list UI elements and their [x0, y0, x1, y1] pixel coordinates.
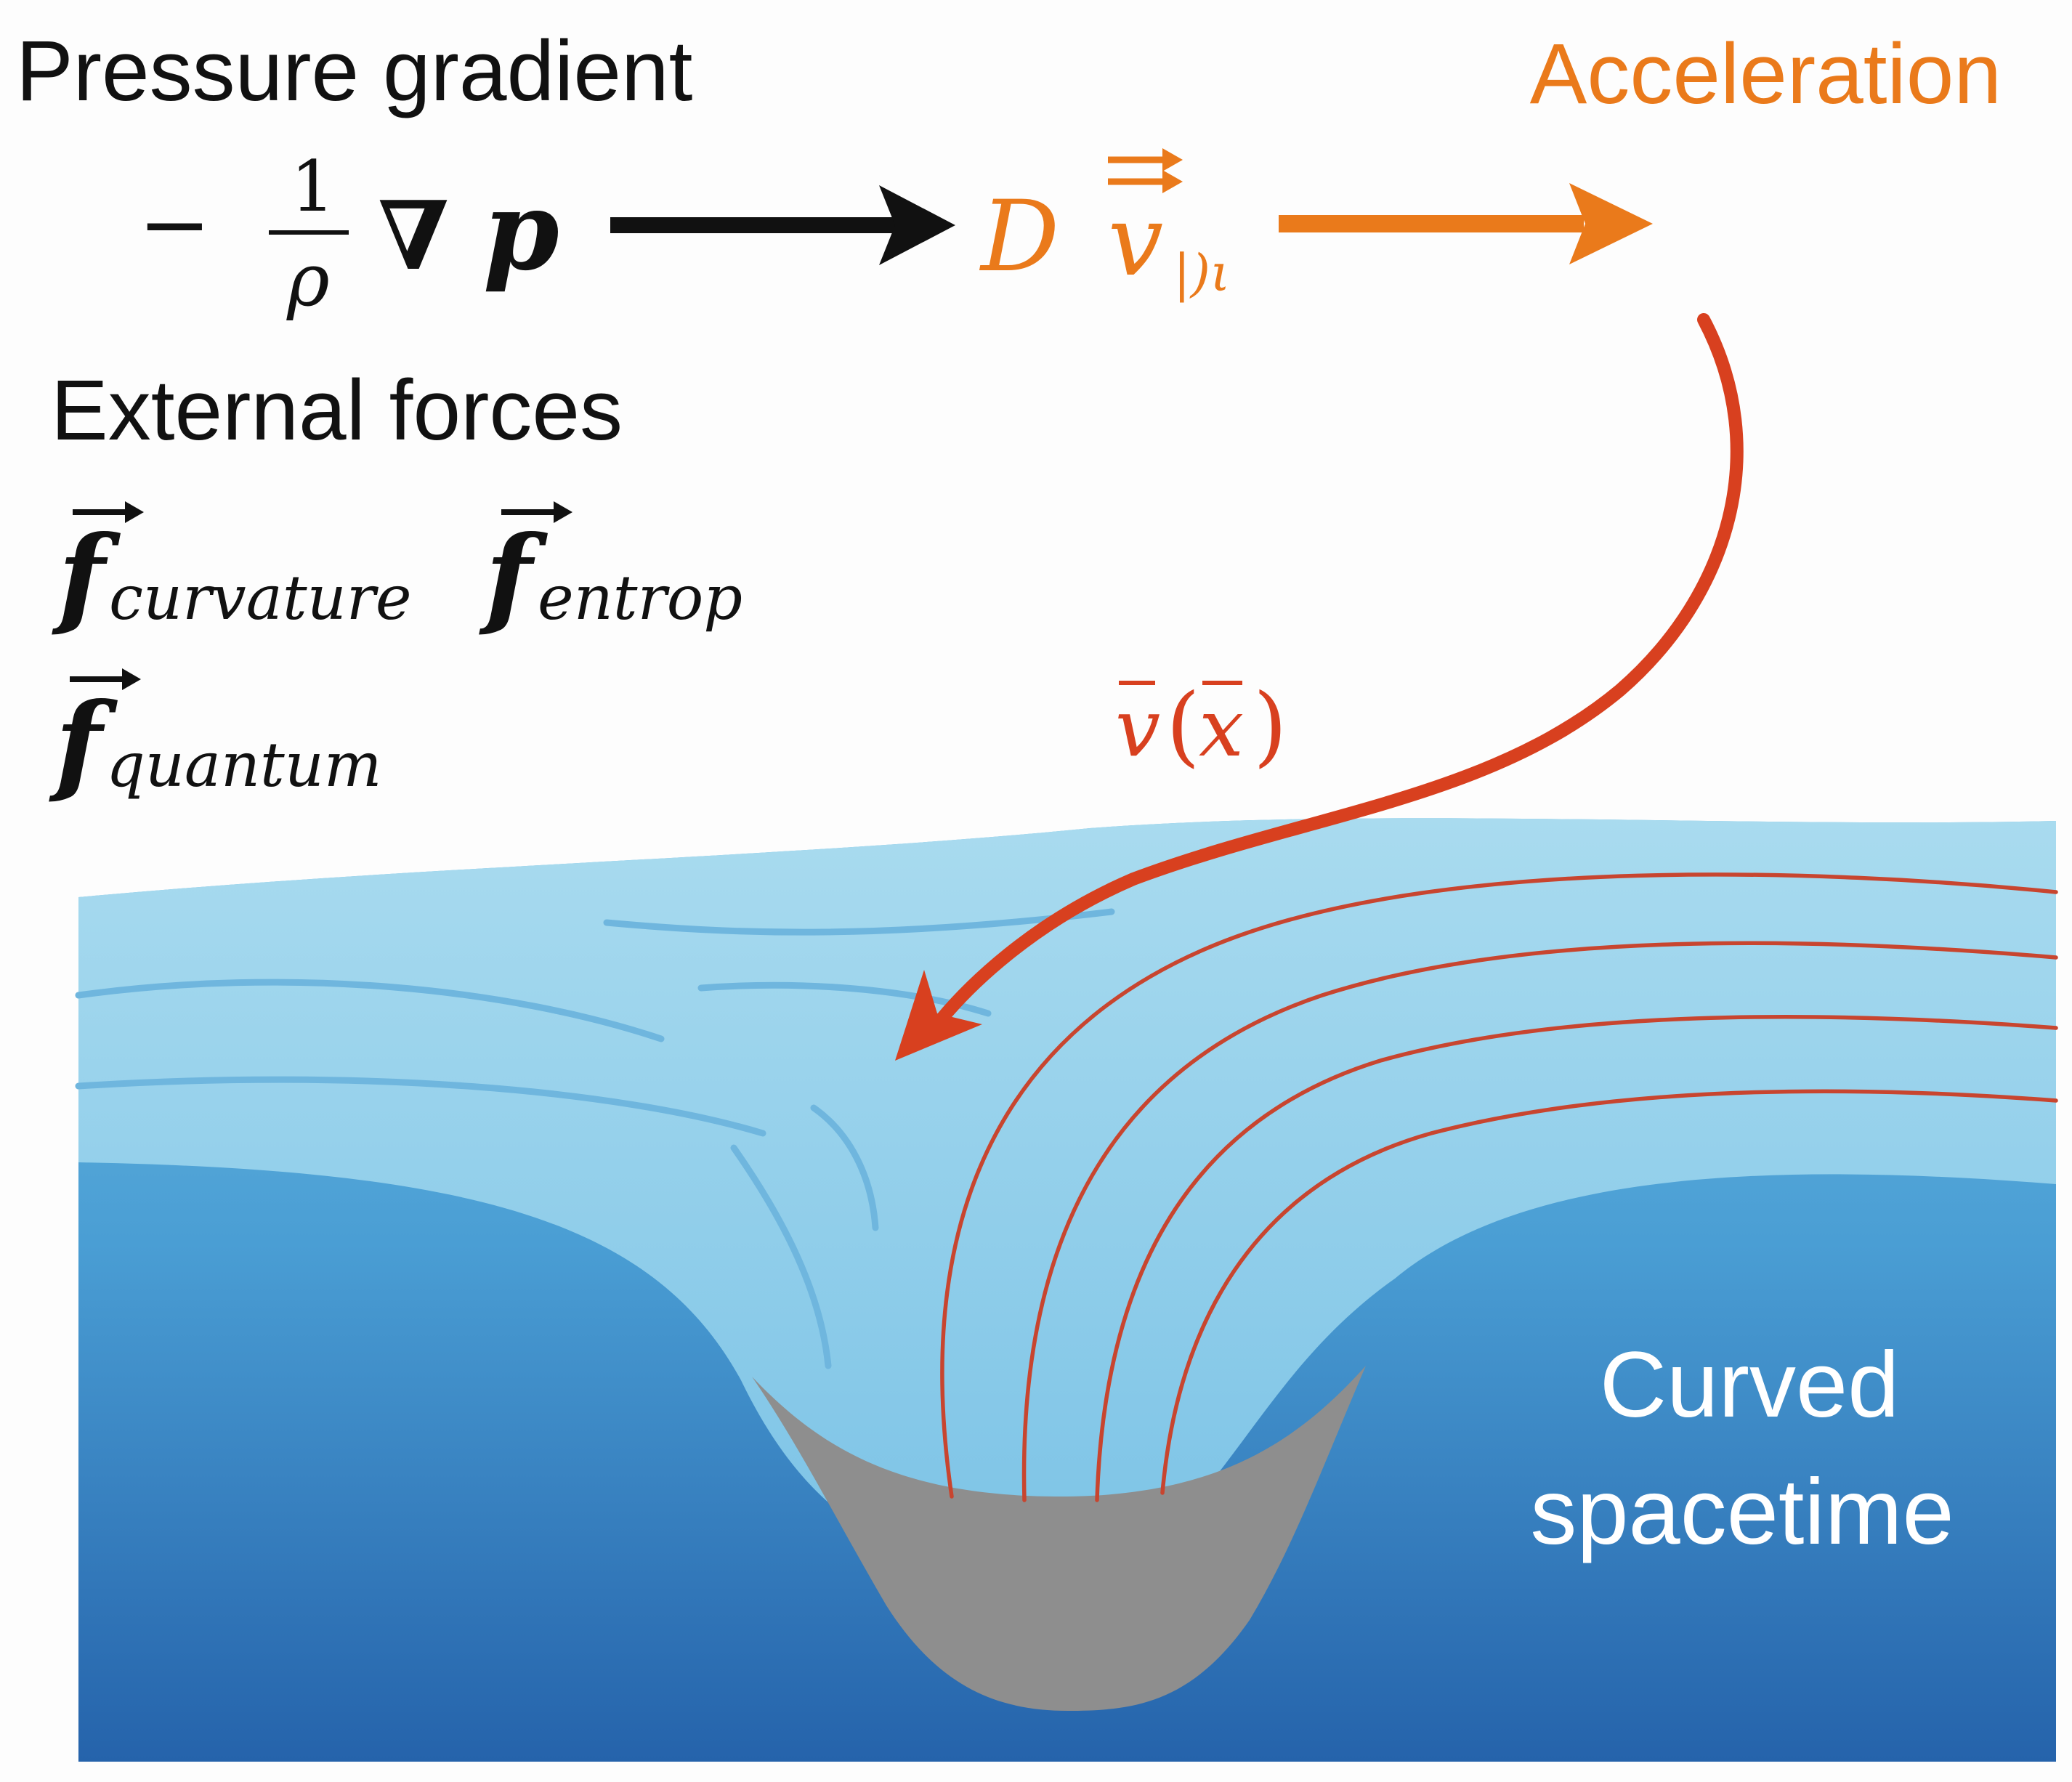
curved-spacetime-line2: spacetime	[1530, 1460, 1954, 1564]
acceleration-D: D	[979, 179, 1059, 293]
pressure-arrow	[610, 185, 955, 265]
gravity-well	[752, 1366, 1366, 1711]
pressure-term: − 1 ρ ∇ p	[138, 146, 559, 323]
streamlines	[940, 872, 2058, 1502]
curved-spacetime-line1: Curved	[1600, 1333, 1900, 1437]
pressure-p: p	[483, 167, 559, 295]
pressure-gradient-label: Pressure gradient	[16, 23, 692, 119]
force-quantum-subscript: quantum	[106, 729, 382, 801]
acceleration-v: v	[1108, 184, 1163, 298]
force-curvature-subscript: curvature	[109, 562, 412, 633]
force-curvature: f curvature	[52, 501, 412, 640]
fraction-denominator: ρ	[286, 238, 330, 323]
acceleration-label: Acceleration	[1530, 26, 2002, 122]
vector-arrow-icon	[501, 501, 572, 523]
velocity-v: v	[1115, 681, 1160, 774]
streamline	[1021, 941, 2058, 1502]
acceleration-subscript: |)ι	[1173, 243, 1230, 303]
external-forces-label: External forces	[51, 363, 623, 458]
force-quantum: f quantum	[49, 668, 382, 807]
velocity-x: x	[1199, 681, 1244, 774]
velocity-field-label: v ( x )	[1115, 676, 1287, 777]
nabla-symbol: ∇	[378, 180, 449, 291]
acceleration-arrow	[1279, 183, 1653, 264]
velocity-paren-open: (	[1166, 676, 1200, 777]
flow-arrow-head	[895, 970, 982, 1061]
velocity-paren-close: )	[1253, 676, 1287, 777]
minus-sign: −	[138, 174, 211, 275]
vector-double-arrow-icon	[1108, 148, 1183, 193]
vector-arrow-icon	[73, 501, 144, 523]
force-entropy: f entrop	[479, 501, 742, 640]
streamline	[940, 872, 2058, 1499]
flow-arrow-shaft	[931, 313, 1744, 1031]
streamline	[1160, 1089, 2058, 1495]
flow-arrow	[895, 313, 1744, 1061]
force-entropy-subscript: entrop	[538, 562, 742, 633]
streamline	[1095, 1015, 2058, 1502]
vector-arrow-icon	[70, 668, 141, 690]
surface-layer	[78, 818, 2056, 1571]
acceleration-term: D v |)ι	[979, 148, 1230, 303]
fraction-numerator: 1	[291, 146, 335, 227]
water-surface	[75, 818, 2056, 1762]
